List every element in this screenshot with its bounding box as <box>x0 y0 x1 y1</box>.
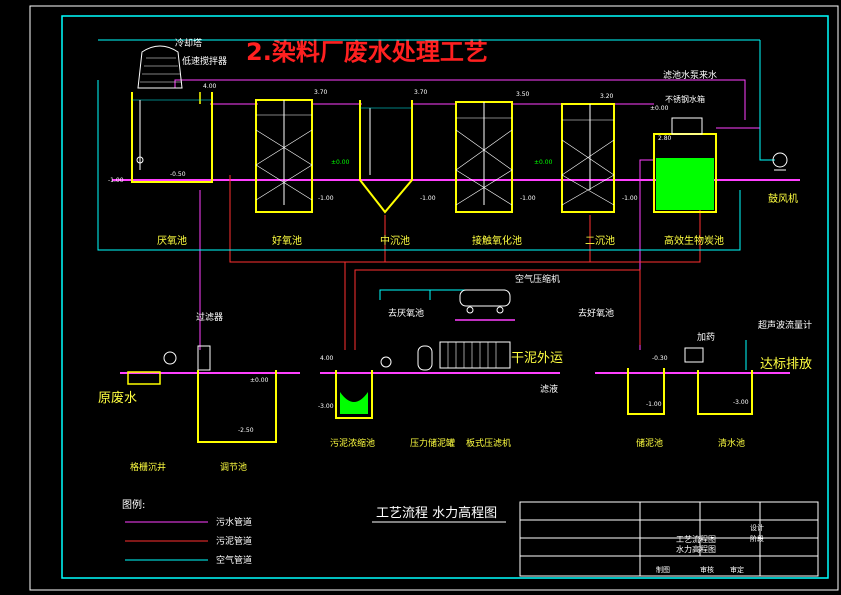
elev-21: -2.50 <box>238 427 254 434</box>
filter-tank-label: 储泥池 <box>636 437 663 449</box>
elev-14: 4.00 <box>320 355 334 362</box>
title-block <box>519 501 819 577</box>
elev-20: ±0.00 <box>650 105 669 112</box>
blower <box>772 152 788 171</box>
flowmeter-label: 超声波流量计 <box>758 319 812 331</box>
elev-16: -3.00 <box>318 403 334 410</box>
press-equipment <box>380 341 511 371</box>
bio-carbon-tank <box>653 117 717 213</box>
anaerobic-label: 厌氧池 <box>157 234 187 247</box>
filtrate-label: 滤液 <box>540 383 558 395</box>
drawing-title: 工艺流程 水力高程图 <box>376 505 497 521</box>
elev-6: 3.70 <box>414 89 428 96</box>
title-block-name1: 工艺流程图 <box>676 534 716 544</box>
anaerobic-tank <box>131 92 213 183</box>
contact-oxidation-label: 接触氧化池 <box>472 234 522 247</box>
aerobic-tank <box>255 99 313 213</box>
elev-17: -3.00 <box>733 399 749 406</box>
pressure-tank-label: 压力储泥罐 <box>410 437 455 449</box>
outfall-label: 达标排放 <box>760 357 812 372</box>
legend-title: 图例: <box>122 498 145 511</box>
elev-4: 3.70 <box>314 89 328 96</box>
title-block-draw: 制图 <box>656 565 670 574</box>
legend-label-wastewater: 污水管道 <box>216 516 252 528</box>
outer-frame <box>29 5 839 591</box>
elev-2: -0.50 <box>170 171 186 178</box>
inner-frame <box>61 15 829 579</box>
mid-settle-label: 中沉池 <box>380 234 410 247</box>
elev-15: ±0.00 <box>250 377 269 384</box>
belt-press-label: 板式压滤机 <box>466 437 511 449</box>
elev-5: -1.00 <box>318 195 334 202</box>
bio-carbon-label: 高效生物炭池 <box>664 234 724 247</box>
filter-unit <box>127 345 211 385</box>
main-title: 2.染料厂废水处理工艺 <box>246 38 488 66</box>
elev-11: ±0.00 <box>534 159 553 166</box>
elev-22: -1.00 <box>108 177 124 184</box>
filter-label: 过滤器 <box>196 311 223 323</box>
sludge-thickener-label: 污泥浓缩池 <box>330 437 375 449</box>
clear-well <box>684 340 753 415</box>
dosing-label: 加药 <box>697 332 715 343</box>
elev-12: -1.00 <box>622 195 638 202</box>
stirrer-label: 低速搅拌器 <box>182 55 227 67</box>
elev-19: -1.00 <box>646 401 662 408</box>
legend-label-air: 空气管道 <box>216 554 252 566</box>
steel-tank-label: 不锈钢水箱 <box>665 94 705 104</box>
legend-label-sludge: 污泥管道 <box>216 535 252 547</box>
cooling-tower-label: 冷却塔 <box>175 37 202 49</box>
elev-7: -1.00 <box>420 195 436 202</box>
air-compressor <box>455 289 515 321</box>
to-aerobic-label: 去好氧池 <box>578 307 614 319</box>
clear-well-label: 清水池 <box>718 437 745 449</box>
sludge-cake-label: 干泥外运 <box>511 351 563 366</box>
elev-9: -1.00 <box>520 195 536 202</box>
air-pipes <box>97 39 775 300</box>
cooling-tower <box>137 45 183 89</box>
title-block-approve: 审定 <box>730 565 744 574</box>
secondary-settle-label: 二沉池 <box>585 234 615 247</box>
elev-18: -0.30 <box>652 355 668 362</box>
title-block-review: 审核 <box>700 565 714 574</box>
elev-8: 3.50 <box>516 91 530 98</box>
elev-10: 3.20 <box>600 93 614 100</box>
elev-13: 2.80 <box>658 135 672 142</box>
backwash-label: 滤池水泵来水 <box>663 69 717 81</box>
mid-settle-tank <box>359 100 413 214</box>
air-compressor-label: 空气压缩机 <box>515 273 560 285</box>
to-anaerobic-label: 去厌氧池 <box>388 307 424 319</box>
regulating-label: 调节池 <box>220 461 247 473</box>
grid-well-label: 格栅沉井 <box>130 461 166 473</box>
regulating-tank <box>197 370 277 443</box>
sludge-pipes <box>229 175 701 350</box>
secondary-settle-tank <box>561 103 615 213</box>
filter-tank <box>627 368 665 415</box>
sludge-thickener <box>335 370 373 419</box>
title-block-stage: 阶段 <box>750 534 764 543</box>
raw-water-label: 原废水 <box>98 390 137 406</box>
contact-oxidation-tank <box>455 101 513 213</box>
elevation-marks: 4.00 -0.50 ±0.00 3.70 -1.00 3.70 -1.00 3… <box>108 83 749 434</box>
blower-label: 鼓风机 <box>768 192 798 205</box>
aerobic-label: 好氧池 <box>272 234 302 247</box>
title-block-name2: 水力高程图 <box>676 544 716 554</box>
elev-3: ±0.00 <box>331 159 350 166</box>
elev-1: 4.00 <box>203 83 217 90</box>
title-block-design: 设计 <box>750 523 764 532</box>
